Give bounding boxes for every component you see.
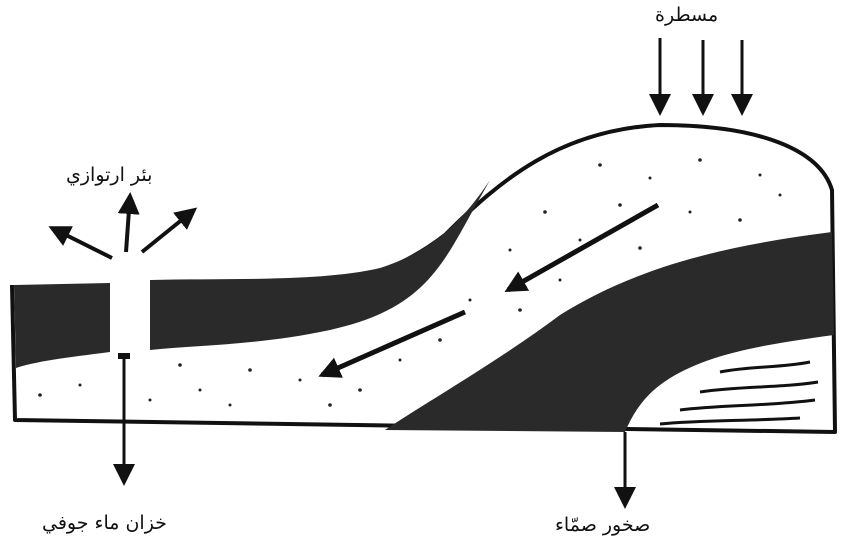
well-outflow-arrows <box>52 196 194 258</box>
rain-arrows <box>660 38 742 112</box>
aquifer-label: خزان ماء جوفي <box>42 512 167 534</box>
upper-confining-layer-left <box>14 283 110 368</box>
bedrock-lines <box>660 362 818 424</box>
rain-label: مسطرة <box>655 4 718 26</box>
impermeable-rock-layer <box>385 232 834 432</box>
impermeable-rock-label: صخور صمّاء <box>555 514 650 536</box>
artesian-well-label: بئر ارتوازي <box>66 164 152 186</box>
well-shaft <box>112 276 150 356</box>
